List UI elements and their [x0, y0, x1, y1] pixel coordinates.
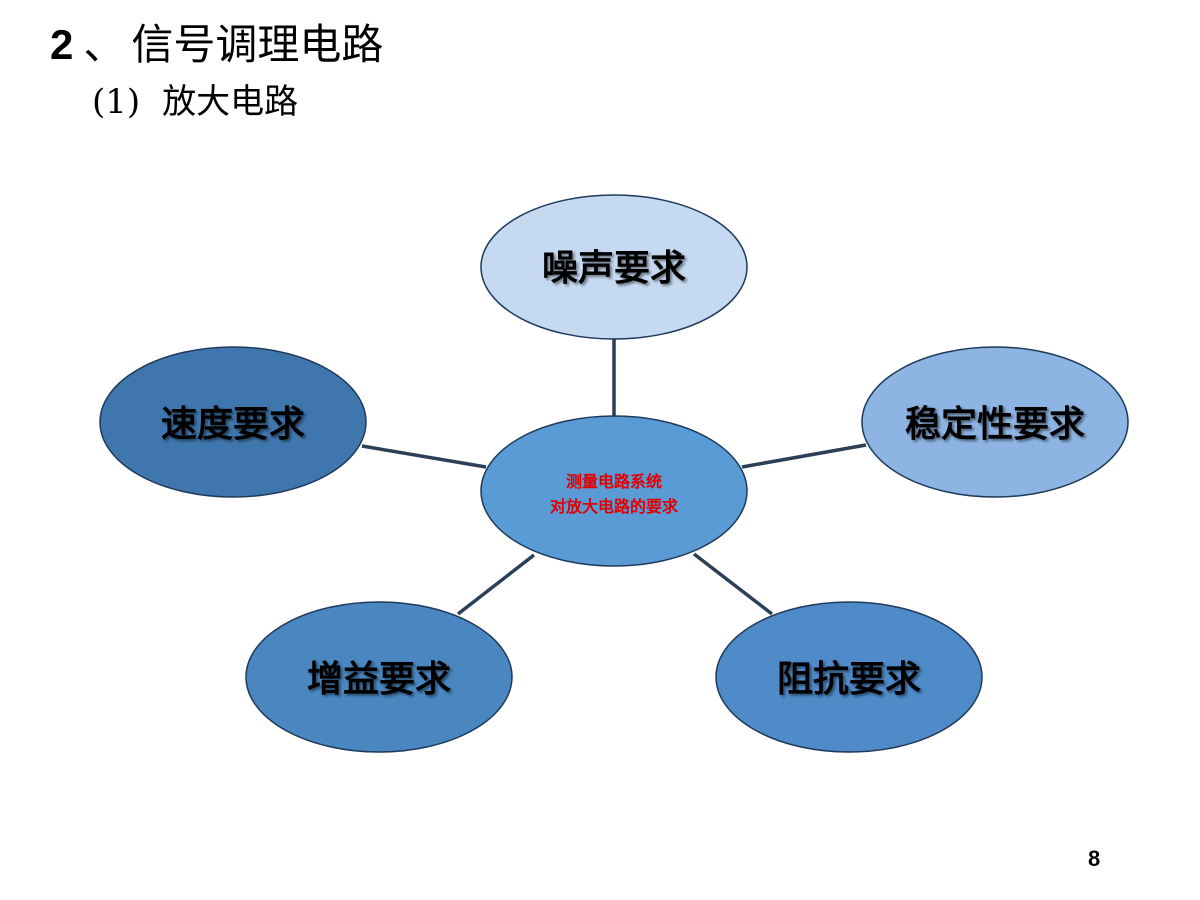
connector-stability [741, 443, 867, 469]
node-stability-shape [861, 346, 1129, 498]
node-center-line2: 对放大电路的要求 [550, 497, 679, 516]
page-number: 8 [1088, 846, 1101, 871]
title-number: 2 [50, 21, 74, 68]
node-noise-label: 噪声要求 [542, 248, 686, 289]
node-stability: 稳定性要求 [861, 346, 1129, 498]
node-gain-label: 增益要求 [307, 659, 451, 700]
node-center-line1: 测量电路系统 [566, 472, 662, 491]
node-center: 测量电路系统 对放大电路的要求 [480, 415, 748, 567]
connectors [361, 338, 867, 616]
subtitle-text: 放大电路 [162, 82, 299, 122]
slide-title: 2、信号调理电路 [50, 20, 384, 69]
slide-subtitle: (1) 放大电路 [92, 82, 299, 122]
connector-impedance [692, 552, 774, 616]
node-speed-label: 速度要求 [161, 404, 305, 445]
node-noise: 噪声要求 [480, 194, 748, 340]
connector-gain [456, 553, 536, 616]
node-impedance-label: 阻抗要求 [777, 658, 921, 700]
node-gain-shape [245, 601, 513, 753]
node-speed: 速度要求 [99, 346, 367, 498]
title-text: 信号调理电路 [131, 20, 384, 69]
node-stability-label: 稳定性要求 [905, 404, 1085, 445]
node-gain: 增益要求 [245, 601, 513, 753]
connector-speed [361, 444, 487, 469]
title-separator: 、 [83, 20, 126, 69]
node-speed-shape [99, 346, 367, 498]
node-noise-shape [480, 194, 748, 340]
node-center-shape [480, 415, 748, 567]
node-impedance: 阻抗要求 [715, 601, 983, 753]
node-impedance-shape [715, 601, 983, 753]
subtitle-index: (1) [92, 82, 141, 122]
